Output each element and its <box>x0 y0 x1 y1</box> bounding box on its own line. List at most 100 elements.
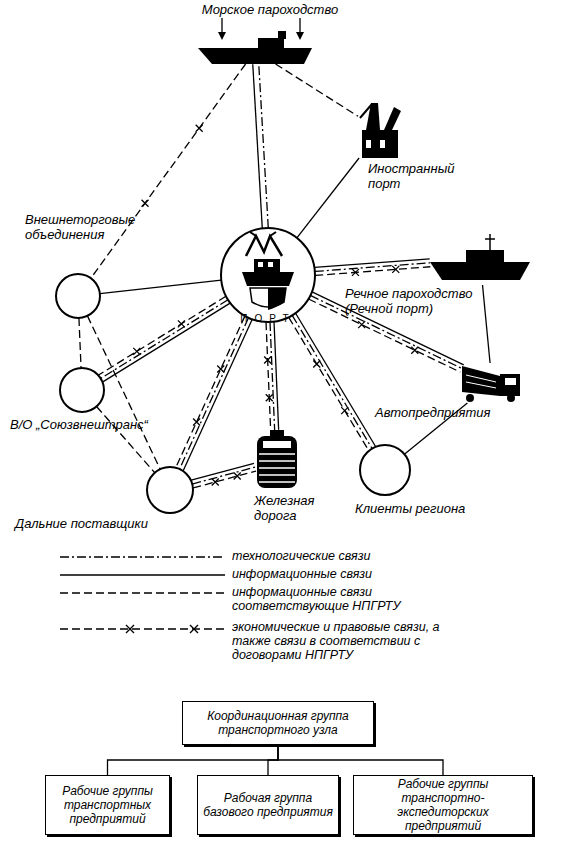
truck-icon-part <box>462 366 500 396</box>
box-label: Рабочие группы транспортных предприятий <box>51 784 164 826</box>
coordination-box: Координационная группа транспортного узл… <box>182 701 374 745</box>
connector-cross-mark <box>411 347 418 354</box>
truck-icon-part <box>466 382 496 388</box>
connector-line <box>180 318 249 469</box>
legend-samples-part <box>60 628 225 629</box>
connector <box>79 318 81 368</box>
suppliers-circle: Дальние поставщики <box>15 466 215 536</box>
connector-cross-mark <box>142 200 149 207</box>
working-group-box: Рабочая группа базового предприятия <box>197 775 339 835</box>
port-emblem-part <box>270 232 276 236</box>
connector-cross-mark <box>196 125 203 132</box>
working-group-box: Рабочие группы транспортных предприятий <box>45 775 170 835</box>
connector-line <box>99 296 226 375</box>
circle-shape <box>56 274 100 318</box>
foreign-port-icon-part <box>362 130 398 158</box>
foreign-port-icon-part <box>380 140 385 148</box>
foreign-port-icon-part <box>366 140 371 148</box>
sea-ship-icon-part <box>278 31 286 39</box>
connector-cross-mark <box>358 321 365 328</box>
connector-cross-mark <box>234 473 241 480</box>
connector-line <box>176 316 245 467</box>
river-shipping-node: Речное пароходство (Речной порт) <box>340 228 540 324</box>
clients-circle: Клиенты региона <box>350 443 520 521</box>
connector-cross-mark <box>341 407 348 414</box>
truck-icon-part <box>507 394 515 402</box>
legend-text: экономические и правовые связи, а также … <box>232 620 467 662</box>
port-emblem-part <box>242 272 294 286</box>
port-circle: ПОРТ <box>220 227 316 323</box>
connector-line <box>315 263 430 272</box>
port-emblem-part <box>246 236 282 256</box>
connector <box>264 322 279 430</box>
connector-cross-mark <box>266 394 273 401</box>
circle-shape <box>60 368 104 412</box>
connector-line <box>183 319 252 470</box>
node-label: Внешнеторговые объединения <box>25 212 155 242</box>
node-label: Клиенты региона <box>355 501 520 516</box>
locomotive-icon-part <box>259 481 295 483</box>
connector-line <box>192 467 255 484</box>
connector-line <box>101 300 228 379</box>
connector <box>191 463 256 488</box>
connector <box>297 158 359 238</box>
foreign-port-icon <box>360 103 401 158</box>
port-emblem-part <box>268 262 273 267</box>
locomotive-icon-part <box>259 467 295 469</box>
legend-samples-part <box>126 625 198 633</box>
legend-samples-part <box>60 556 225 557</box>
legend-samples <box>60 557 225 633</box>
truck-icon-part <box>500 374 520 396</box>
connector <box>289 313 376 450</box>
trade-association-circle: Внешнеторговые объединения <box>25 212 155 320</box>
port-emblem <box>242 232 294 310</box>
truck-icon-part <box>466 394 474 402</box>
connector-line <box>268 745 278 775</box>
connector-line <box>100 280 221 293</box>
connector-line <box>97 407 155 473</box>
port-emblem-part <box>258 262 263 267</box>
connector-cross-mark <box>392 266 399 273</box>
port-emblem-part <box>254 259 280 272</box>
connector-line <box>266 322 271 430</box>
box-label: Рабочие группы транспортно-экспедиторски… <box>359 777 527 833</box>
connector-line <box>191 463 254 480</box>
connector-line <box>292 315 372 448</box>
sea-ship-icon <box>198 18 312 64</box>
sea-ship-icon-part <box>218 32 226 40</box>
node-label: ПОРТ <box>220 311 316 326</box>
connector <box>99 296 231 382</box>
connector-line <box>278 745 443 775</box>
sea-ship-icon-part <box>296 32 304 40</box>
connector-line <box>103 303 230 382</box>
locomotive-icon-part <box>263 441 291 448</box>
circle-outline <box>10 365 180 445</box>
node-label: Иностранный порт <box>368 161 480 191</box>
connector <box>108 745 279 775</box>
connector-line <box>296 313 376 446</box>
working-group-box: Рабочие группы транспортно-экспедиторски… <box>353 775 533 835</box>
connector <box>91 64 246 278</box>
locomotive-icon <box>257 430 297 488</box>
connector <box>268 745 278 775</box>
connector-cross-mark <box>193 419 200 426</box>
locomotive-icon-part <box>257 436 297 488</box>
connector-line <box>289 317 369 450</box>
connector-line <box>108 745 279 775</box>
connector <box>97 407 155 473</box>
sea-ship-icon-part <box>221 18 222 34</box>
connector-line <box>87 316 160 469</box>
connector-cross-mark <box>313 361 320 368</box>
truck-icon-part <box>505 378 516 385</box>
connector <box>483 285 491 363</box>
connector <box>278 745 443 775</box>
circle-shape <box>221 228 315 322</box>
legend-samples-part <box>60 574 225 575</box>
connector-line <box>276 64 358 116</box>
sea-shipping-node: Морское пароходство <box>170 0 370 66</box>
node-label: Речное пароходство (Речной порт) <box>345 286 495 316</box>
node-label: Дальние поставщики <box>15 516 215 531</box>
node-label: В/О „Союзвнештранс“ <box>10 417 180 432</box>
legend-text: информационные связи <box>232 567 467 581</box>
